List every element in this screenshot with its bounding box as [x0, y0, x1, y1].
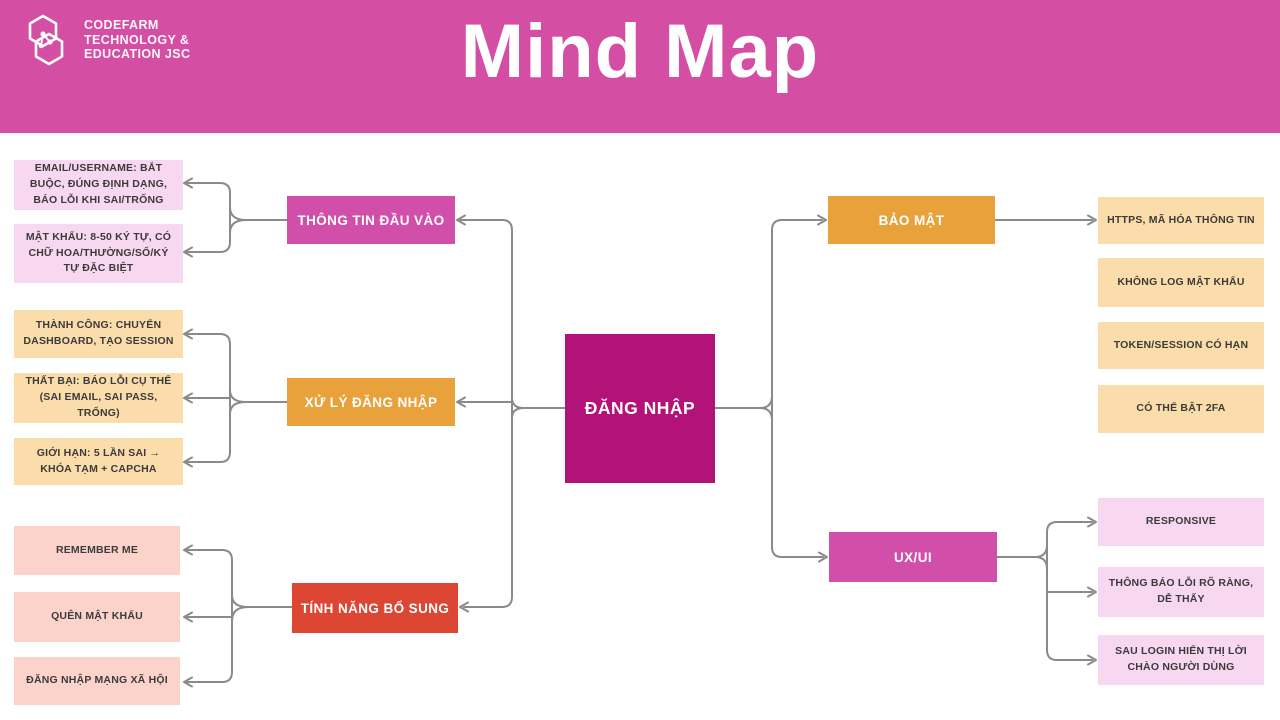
- connector-process-brace-down: [229, 401, 247, 415]
- arrowhead: [817, 214, 827, 226]
- arrowhead: [183, 544, 193, 556]
- child-node-quen-mat-khau[interactable]: QUÊN MẬT KHẨU: [14, 592, 180, 642]
- arrowhead: [183, 246, 193, 258]
- connector-uxui-brace-down: [1034, 556, 1048, 570]
- arrowhead: [183, 456, 193, 468]
- child-node-dang-nhap-mang-xa-hoi[interactable]: ĐĂNG NHẬP MẠNG XÃ HỘI: [14, 657, 180, 705]
- branch-node-tinh-nang-bo-sung[interactable]: TÍNH NĂNG BỔ SUNG: [292, 583, 458, 633]
- connector-center-right-vertical: [771, 219, 824, 558]
- connector-center-right-brace-up: [714, 395, 773, 409]
- arrowhead: [456, 214, 466, 226]
- center-node-dang-nhap[interactable]: ĐĂNG NHẬP: [565, 334, 715, 483]
- child-node-2fa[interactable]: CÓ THỂ BẬT 2FA: [1098, 385, 1264, 433]
- branch-node-xu-ly-dang-nhap[interactable]: XỬ LÝ ĐĂNG NHẬP: [287, 378, 455, 426]
- child-node-responsive[interactable]: RESPONSIVE: [1098, 498, 1264, 546]
- arrowhead: [1087, 654, 1097, 666]
- connector-input-children: [185, 182, 231, 253]
- connector-input-brace-up: [229, 206, 288, 221]
- logo: CODEFARM TECHNOLOGY & EDUCATION JSC: [16, 12, 190, 68]
- arrowhead: [183, 392, 193, 404]
- page-title: Mind Map: [460, 9, 820, 94]
- arrowhead: [818, 551, 828, 563]
- child-node-remember-me[interactable]: REMEMBER ME: [14, 526, 180, 575]
- child-node-email-username[interactable]: EMAIL/USERNAME: BẮT BUỘC, ĐÚNG ĐỊNH DẠNG…: [14, 160, 183, 210]
- connector-extra-brace-down: [231, 606, 249, 622]
- arrowhead: [1087, 516, 1097, 528]
- child-node-thanh-cong[interactable]: THÀNH CÔNG: CHUYỂN DASHBOARD, TẠO SESSIO…: [14, 310, 183, 358]
- logo-company-name: CODEFARM TECHNOLOGY & EDUCATION JSC: [84, 17, 191, 62]
- arrowhead: [456, 396, 466, 408]
- connector-center-right-brace-down: [759, 407, 773, 421]
- arrowhead: [1087, 214, 1097, 226]
- branch-node-ux-ui[interactable]: UX/UI: [829, 532, 997, 582]
- connector-process-brace-up: [229, 389, 288, 403]
- connector-extra-brace-up: [231, 594, 293, 608]
- child-node-token-session[interactable]: TOKEN/SESSION CÓ HẠN: [1098, 322, 1264, 369]
- connector-center-left-vertical: [458, 219, 513, 608]
- header-banner: CODEFARM TECHNOLOGY & EDUCATION JSC Mind…: [0, 0, 1280, 133]
- arrowhead: [1087, 586, 1097, 598]
- connector-center-left-brace-up: [511, 397, 566, 409]
- child-node-khong-log-mat-khau[interactable]: KHÔNG LOG MẬT KHẨU: [1098, 258, 1264, 307]
- arrowhead: [459, 601, 469, 613]
- connector-input-brace-down: [229, 219, 247, 234]
- child-node-mat-khau[interactable]: MẬT KHẨU: 8-50 KÝ TỰ, CÓ CHỮ HOA/THƯỜNG/…: [14, 224, 183, 283]
- arrowhead: [183, 676, 193, 688]
- child-node-sau-login-loi-chao[interactable]: SAU LOGIN HIỂN THỊ LỜI CHÀO NGƯỜI DÙNG: [1098, 635, 1264, 685]
- arrowhead: [183, 611, 193, 623]
- branch-node-thong-tin-dau-vao[interactable]: THÔNG TIN ĐẦU VÀO: [287, 196, 455, 244]
- child-node-thong-bao-loi[interactable]: THÔNG BÁO LỖI RÕ RÀNG, DỄ THẤY: [1098, 567, 1264, 617]
- child-node-that-bai[interactable]: THẤT BẠI: BÁO LỖI CỤ THỂ (SAI EMAIL, SAI…: [14, 373, 183, 423]
- codefarm-hexagon-logo-icon: [28, 14, 64, 66]
- child-node-gioi-han[interactable]: GIỚI HẠN: 5 LẦN SAI → KHÓA TẠM + CAPCHA: [14, 438, 183, 485]
- connector-center-left-brace-down: [511, 407, 525, 419]
- arrowhead: [183, 328, 193, 340]
- connector-uxui-brace-up: [996, 544, 1048, 558]
- arrowhead: [183, 177, 193, 189]
- child-node-https-ma-hoa[interactable]: HTTPS, MÃ HÓA THÔNG TIN: [1098, 197, 1264, 244]
- branch-node-bao-mat[interactable]: BẢO MẬT: [828, 196, 995, 244]
